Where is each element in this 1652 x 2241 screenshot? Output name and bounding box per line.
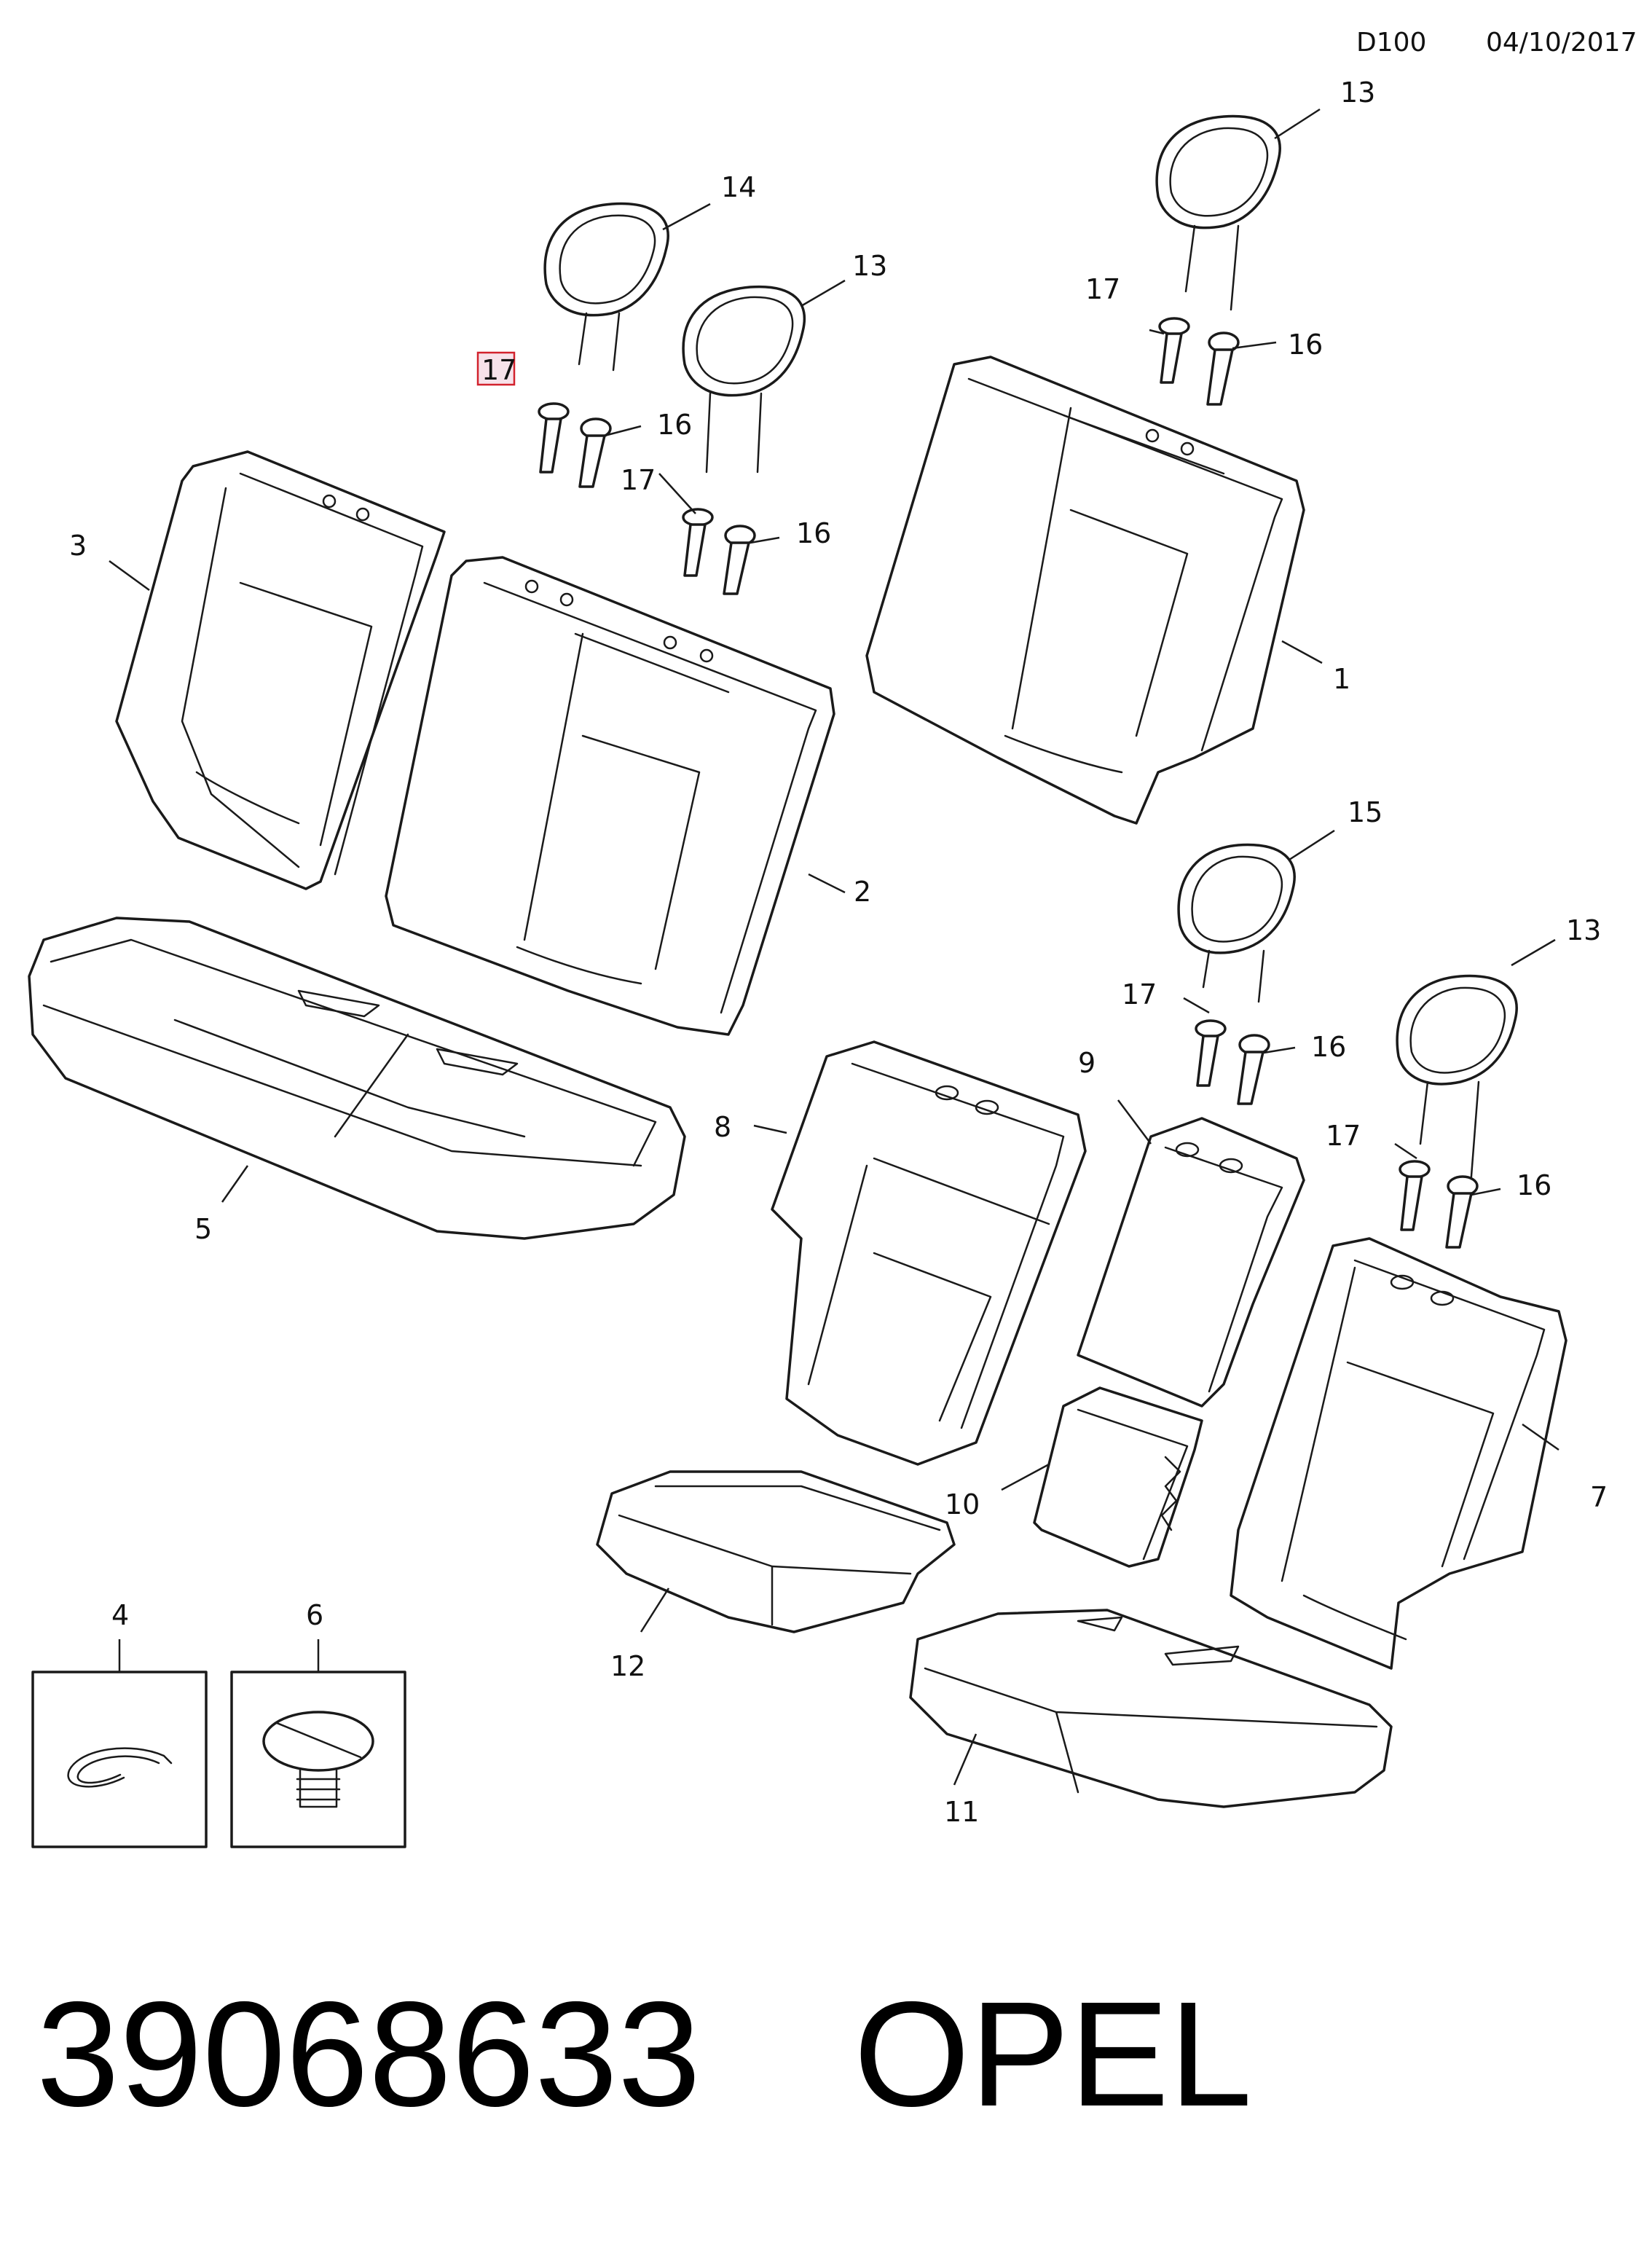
callout-16-lower: 16 — [1517, 1169, 1551, 1201]
callout-12: 12 — [610, 1650, 645, 1682]
headrest-13-right — [1155, 114, 1281, 311]
headrest-13-lower — [1396, 974, 1518, 1196]
callout-6: 6 — [306, 1599, 323, 1631]
callout-1: 1 — [1333, 663, 1350, 695]
brand-name: OPEL — [854, 1971, 1253, 2138]
callout-9: 9 — [1078, 1047, 1096, 1079]
callout-16-mid: 16 — [1311, 1031, 1346, 1063]
callout-16-left-upper: 16 — [657, 409, 692, 441]
callout-13-top-right: 13 — [1340, 76, 1375, 109]
detail-box-4 — [31, 1671, 208, 1848]
cushion-11 — [909, 1609, 1393, 1808]
callout-13-center: 13 — [852, 250, 887, 282]
backrest-1 — [865, 356, 1305, 825]
callout-7: 7 — [1590, 1481, 1608, 1513]
callout-16-top-right: 16 — [1288, 329, 1323, 361]
callout-2: 2 — [854, 876, 871, 908]
backrest-9 — [1077, 1117, 1305, 1408]
callout-15: 15 — [1348, 796, 1382, 828]
callout-16-left-lower: 16 — [796, 517, 831, 549]
callout-17-highlighted: 17 — [481, 354, 516, 386]
highlight-box — [476, 351, 516, 386]
callout-13-lower: 13 — [1566, 914, 1601, 946]
callout-17-top-right: 17 — [1085, 273, 1120, 305]
callout-5: 5 — [194, 1213, 212, 1245]
cushion-5 — [28, 917, 686, 1240]
backrest-2 — [385, 556, 835, 1036]
headrest-13-center — [682, 285, 806, 474]
callout-3: 3 — [69, 530, 87, 562]
callout-10: 10 — [945, 1488, 980, 1520]
cushion-12 — [596, 1470, 956, 1633]
callout-11: 11 — [944, 1796, 979, 1828]
callout-8: 8 — [714, 1111, 731, 1143]
armrest-10 — [1033, 1386, 1203, 1568]
callout-labels: 13 14 13 17 16 17 16 17 16 3 1 2 15 13 1… — [69, 76, 1608, 1828]
backrest-8 — [771, 1040, 1087, 1466]
diagram-code: D100 — [1356, 28, 1426, 58]
callout-14: 14 — [721, 171, 756, 203]
headrest-guides — [538, 317, 1479, 1249]
callout-17-left-lower: 17 — [621, 464, 656, 496]
headrest-15 — [1177, 843, 1296, 1003]
callout-4: 4 — [111, 1599, 129, 1631]
footer-caption: 39068633 OPEL — [36, 1967, 1252, 2142]
diagram-date: 04/10/2017 — [1486, 28, 1637, 58]
backrest-3 — [115, 450, 446, 890]
leader-lines — [109, 108, 1559, 1786]
backrest-7 — [1230, 1237, 1568, 1670]
callout-17-mid: 17 — [1122, 978, 1157, 1010]
part-number: 39068633 — [36, 1971, 701, 2138]
detail-box-6 — [230, 1671, 406, 1848]
callout-17-lower: 17 — [1326, 1120, 1361, 1152]
headrest-14 — [543, 202, 669, 372]
